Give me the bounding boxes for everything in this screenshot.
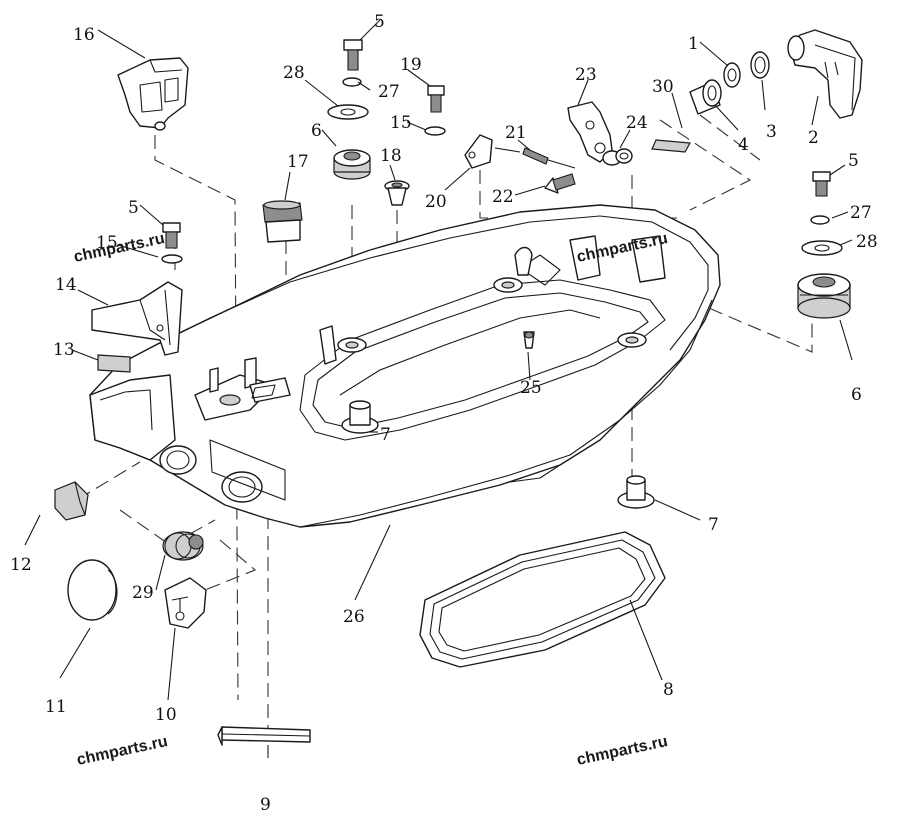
callout-5-left: 5 bbox=[128, 198, 139, 218]
watermark-left: chmparts.ru bbox=[72, 230, 166, 266]
grommet-18 bbox=[384, 180, 410, 206]
callout-7-inside: 7 bbox=[380, 425, 391, 445]
cap-12 bbox=[54, 481, 89, 521]
callout-28-right: 28 bbox=[856, 232, 878, 252]
lower-cowling-26 bbox=[89, 204, 721, 528]
seal-8 bbox=[419, 531, 666, 668]
bushing-4 bbox=[689, 79, 722, 115]
callout-19: 19 bbox=[400, 55, 422, 75]
callout-28-top: 28 bbox=[283, 63, 305, 83]
callout-20: 20 bbox=[425, 192, 447, 212]
callout-13: 13 bbox=[53, 340, 75, 360]
mount-6-right bbox=[797, 273, 851, 319]
bracket-14 bbox=[91, 281, 183, 356]
bolt-5-right bbox=[812, 171, 831, 197]
latch-16 bbox=[117, 57, 189, 131]
mount-6-left bbox=[333, 149, 371, 180]
callout-21: 21 bbox=[505, 123, 527, 143]
bolt-22 bbox=[544, 173, 576, 194]
callout-2: 2 bbox=[808, 128, 819, 148]
washer-3 bbox=[750, 51, 770, 79]
callout-6-left: 6 bbox=[311, 121, 322, 141]
leader-lines bbox=[24, 19, 853, 758]
callout-18: 18 bbox=[380, 146, 402, 166]
callout-24: 24 bbox=[626, 113, 648, 133]
callout-29: 29 bbox=[132, 583, 154, 603]
post-7 bbox=[617, 475, 655, 509]
callout-labels: 1 2 3 4 5 5 5 6 6 7 7 8 9 10 11 12 13 14… bbox=[10, 12, 878, 815]
callout-8: 8 bbox=[663, 680, 674, 700]
callout-4: 4 bbox=[738, 135, 749, 155]
plug-11 bbox=[67, 559, 118, 621]
callout-3: 3 bbox=[766, 122, 777, 142]
grommet-29 bbox=[162, 531, 204, 561]
watermark-bottom-left: chmparts.ru bbox=[75, 733, 169, 769]
callout-15-top: 15 bbox=[390, 113, 412, 133]
grommet-10 bbox=[164, 577, 207, 629]
spring-21 bbox=[494, 147, 576, 169]
nipple-25 bbox=[523, 331, 535, 349]
strip-9 bbox=[217, 726, 311, 746]
callout-27-right: 27 bbox=[850, 203, 872, 223]
part-13 bbox=[97, 354, 131, 373]
callout-5-right: 5 bbox=[848, 151, 859, 171]
bolt-19 bbox=[427, 85, 445, 113]
pad-30 bbox=[651, 139, 691, 153]
callout-17: 17 bbox=[287, 152, 309, 172]
callout-5-top: 5 bbox=[374, 12, 385, 32]
callout-16: 16 bbox=[73, 25, 95, 45]
callout-7-right: 7 bbox=[708, 515, 719, 535]
callout-9: 9 bbox=[260, 795, 271, 815]
callout-25: 25 bbox=[520, 378, 542, 398]
callout-11: 11 bbox=[45, 697, 67, 717]
callout-1: 1 bbox=[688, 34, 699, 54]
bolt-5-top bbox=[343, 39, 363, 71]
bolt-5-left bbox=[162, 222, 181, 249]
callout-22: 22 bbox=[492, 187, 514, 207]
grommet-17 bbox=[262, 200, 303, 243]
handle-2 bbox=[787, 29, 863, 119]
callout-14: 14 bbox=[55, 275, 77, 295]
callout-23: 23 bbox=[575, 65, 597, 85]
callout-27-top: 27 bbox=[378, 82, 400, 102]
watermark-bottom-right: chmparts.ru bbox=[575, 733, 669, 769]
bushing-24 bbox=[602, 148, 633, 166]
callout-12: 12 bbox=[10, 555, 32, 575]
callout-26: 26 bbox=[343, 607, 365, 627]
callout-15-left: 15 bbox=[96, 233, 118, 253]
callout-30: 30 bbox=[652, 77, 674, 97]
callout-6-right: 6 bbox=[851, 385, 862, 405]
bracket-20 bbox=[464, 134, 493, 169]
washer-1 bbox=[723, 62, 741, 88]
callout-10: 10 bbox=[155, 705, 177, 725]
washers bbox=[161, 77, 843, 264]
